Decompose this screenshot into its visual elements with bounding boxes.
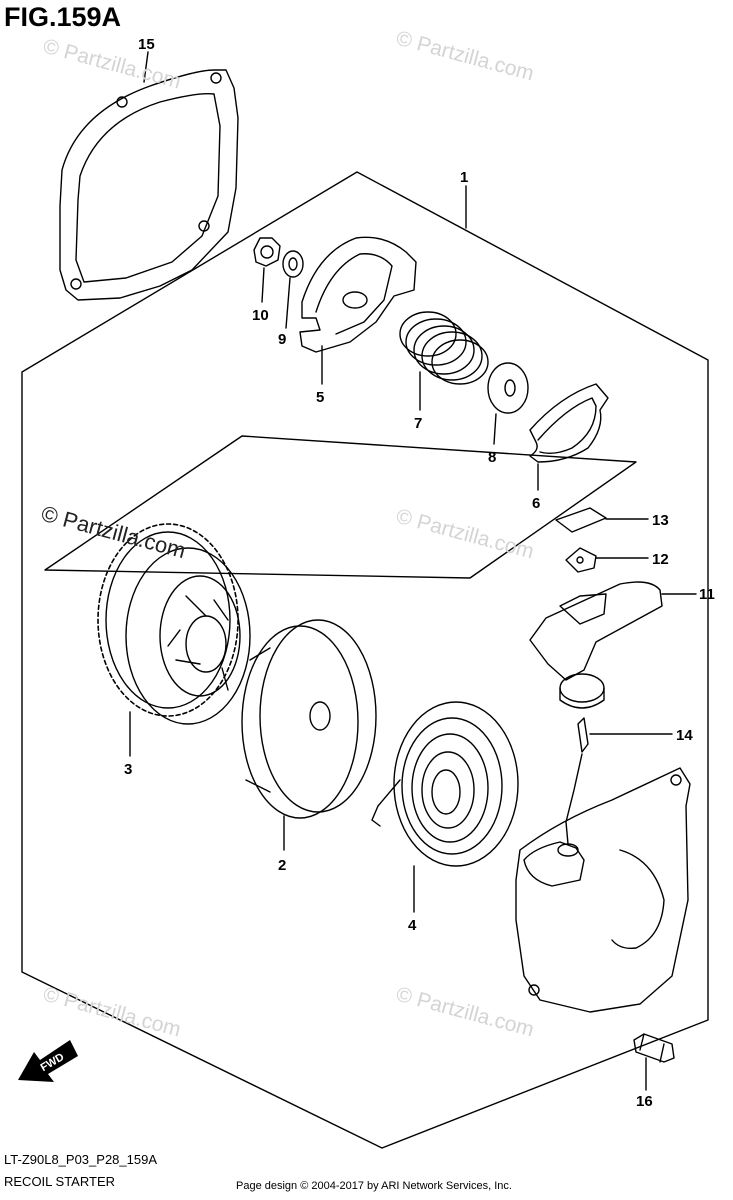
gasket bbox=[59, 69, 239, 301]
leader-line-9 bbox=[285, 277, 291, 329]
assembly-boundary bbox=[21, 171, 709, 1149]
thrust-washer bbox=[487, 362, 529, 414]
callout-13: 13 bbox=[652, 512, 669, 529]
spring-clip bbox=[529, 383, 609, 463]
rope-tag bbox=[565, 547, 597, 573]
callout-16: 16 bbox=[636, 1093, 653, 1110]
watermark-bottom-left: © Partzilla.com bbox=[41, 983, 184, 1042]
leader-line-10 bbox=[261, 267, 265, 303]
rope-pin bbox=[565, 717, 589, 845]
leader-line-15 bbox=[143, 51, 149, 83]
page-credit: Page design © 2004-2017 by ARI Network S… bbox=[236, 1180, 512, 1192]
callout-9: 9 bbox=[278, 331, 286, 348]
leader-line-8 bbox=[493, 413, 497, 445]
diagram-code: LT-Z90L8_P03_P28_159A bbox=[4, 1152, 157, 1167]
callout-8: 8 bbox=[488, 449, 496, 466]
callout-14: 14 bbox=[676, 727, 693, 744]
callout-7: 7 bbox=[414, 415, 422, 432]
rope-reel bbox=[241, 619, 377, 819]
callout-12: 12 bbox=[652, 551, 669, 568]
nut bbox=[253, 237, 281, 267]
watermark-top-left: © Partzilla.com bbox=[41, 35, 184, 94]
starter-gear bbox=[97, 523, 251, 725]
bolt bbox=[633, 1033, 675, 1063]
subassembly-boundary bbox=[44, 435, 637, 579]
callout-1: 1 bbox=[460, 169, 468, 186]
spring bbox=[399, 311, 489, 385]
watermark-bottom-right: © Partzilla.com bbox=[394, 983, 537, 1042]
starter-case bbox=[515, 767, 691, 1013]
callout-2: 2 bbox=[278, 857, 286, 874]
watermark-top-right: © Partzilla.com bbox=[394, 27, 537, 86]
label-plate bbox=[555, 507, 607, 533]
callout-6: 6 bbox=[532, 495, 540, 512]
watermark-mid-right: © Partzilla.com bbox=[394, 505, 537, 564]
callout-11: 11 bbox=[699, 586, 715, 603]
callout-10: 10 bbox=[252, 307, 269, 324]
diagram-caption: RECOIL STARTER bbox=[4, 1174, 116, 1189]
callout-5: 5 bbox=[316, 389, 324, 406]
recoil-spring bbox=[371, 701, 519, 867]
callout-4: 4 bbox=[408, 917, 417, 934]
fwd-arrow: FWD bbox=[18, 1040, 78, 1082]
figure-title: FIG.159A bbox=[4, 2, 122, 32]
starter-handle bbox=[529, 581, 663, 709]
washer bbox=[282, 250, 304, 278]
pawl-cover bbox=[299, 236, 417, 353]
callout-3: 3 bbox=[124, 761, 132, 778]
callout-15: 15 bbox=[138, 36, 155, 53]
